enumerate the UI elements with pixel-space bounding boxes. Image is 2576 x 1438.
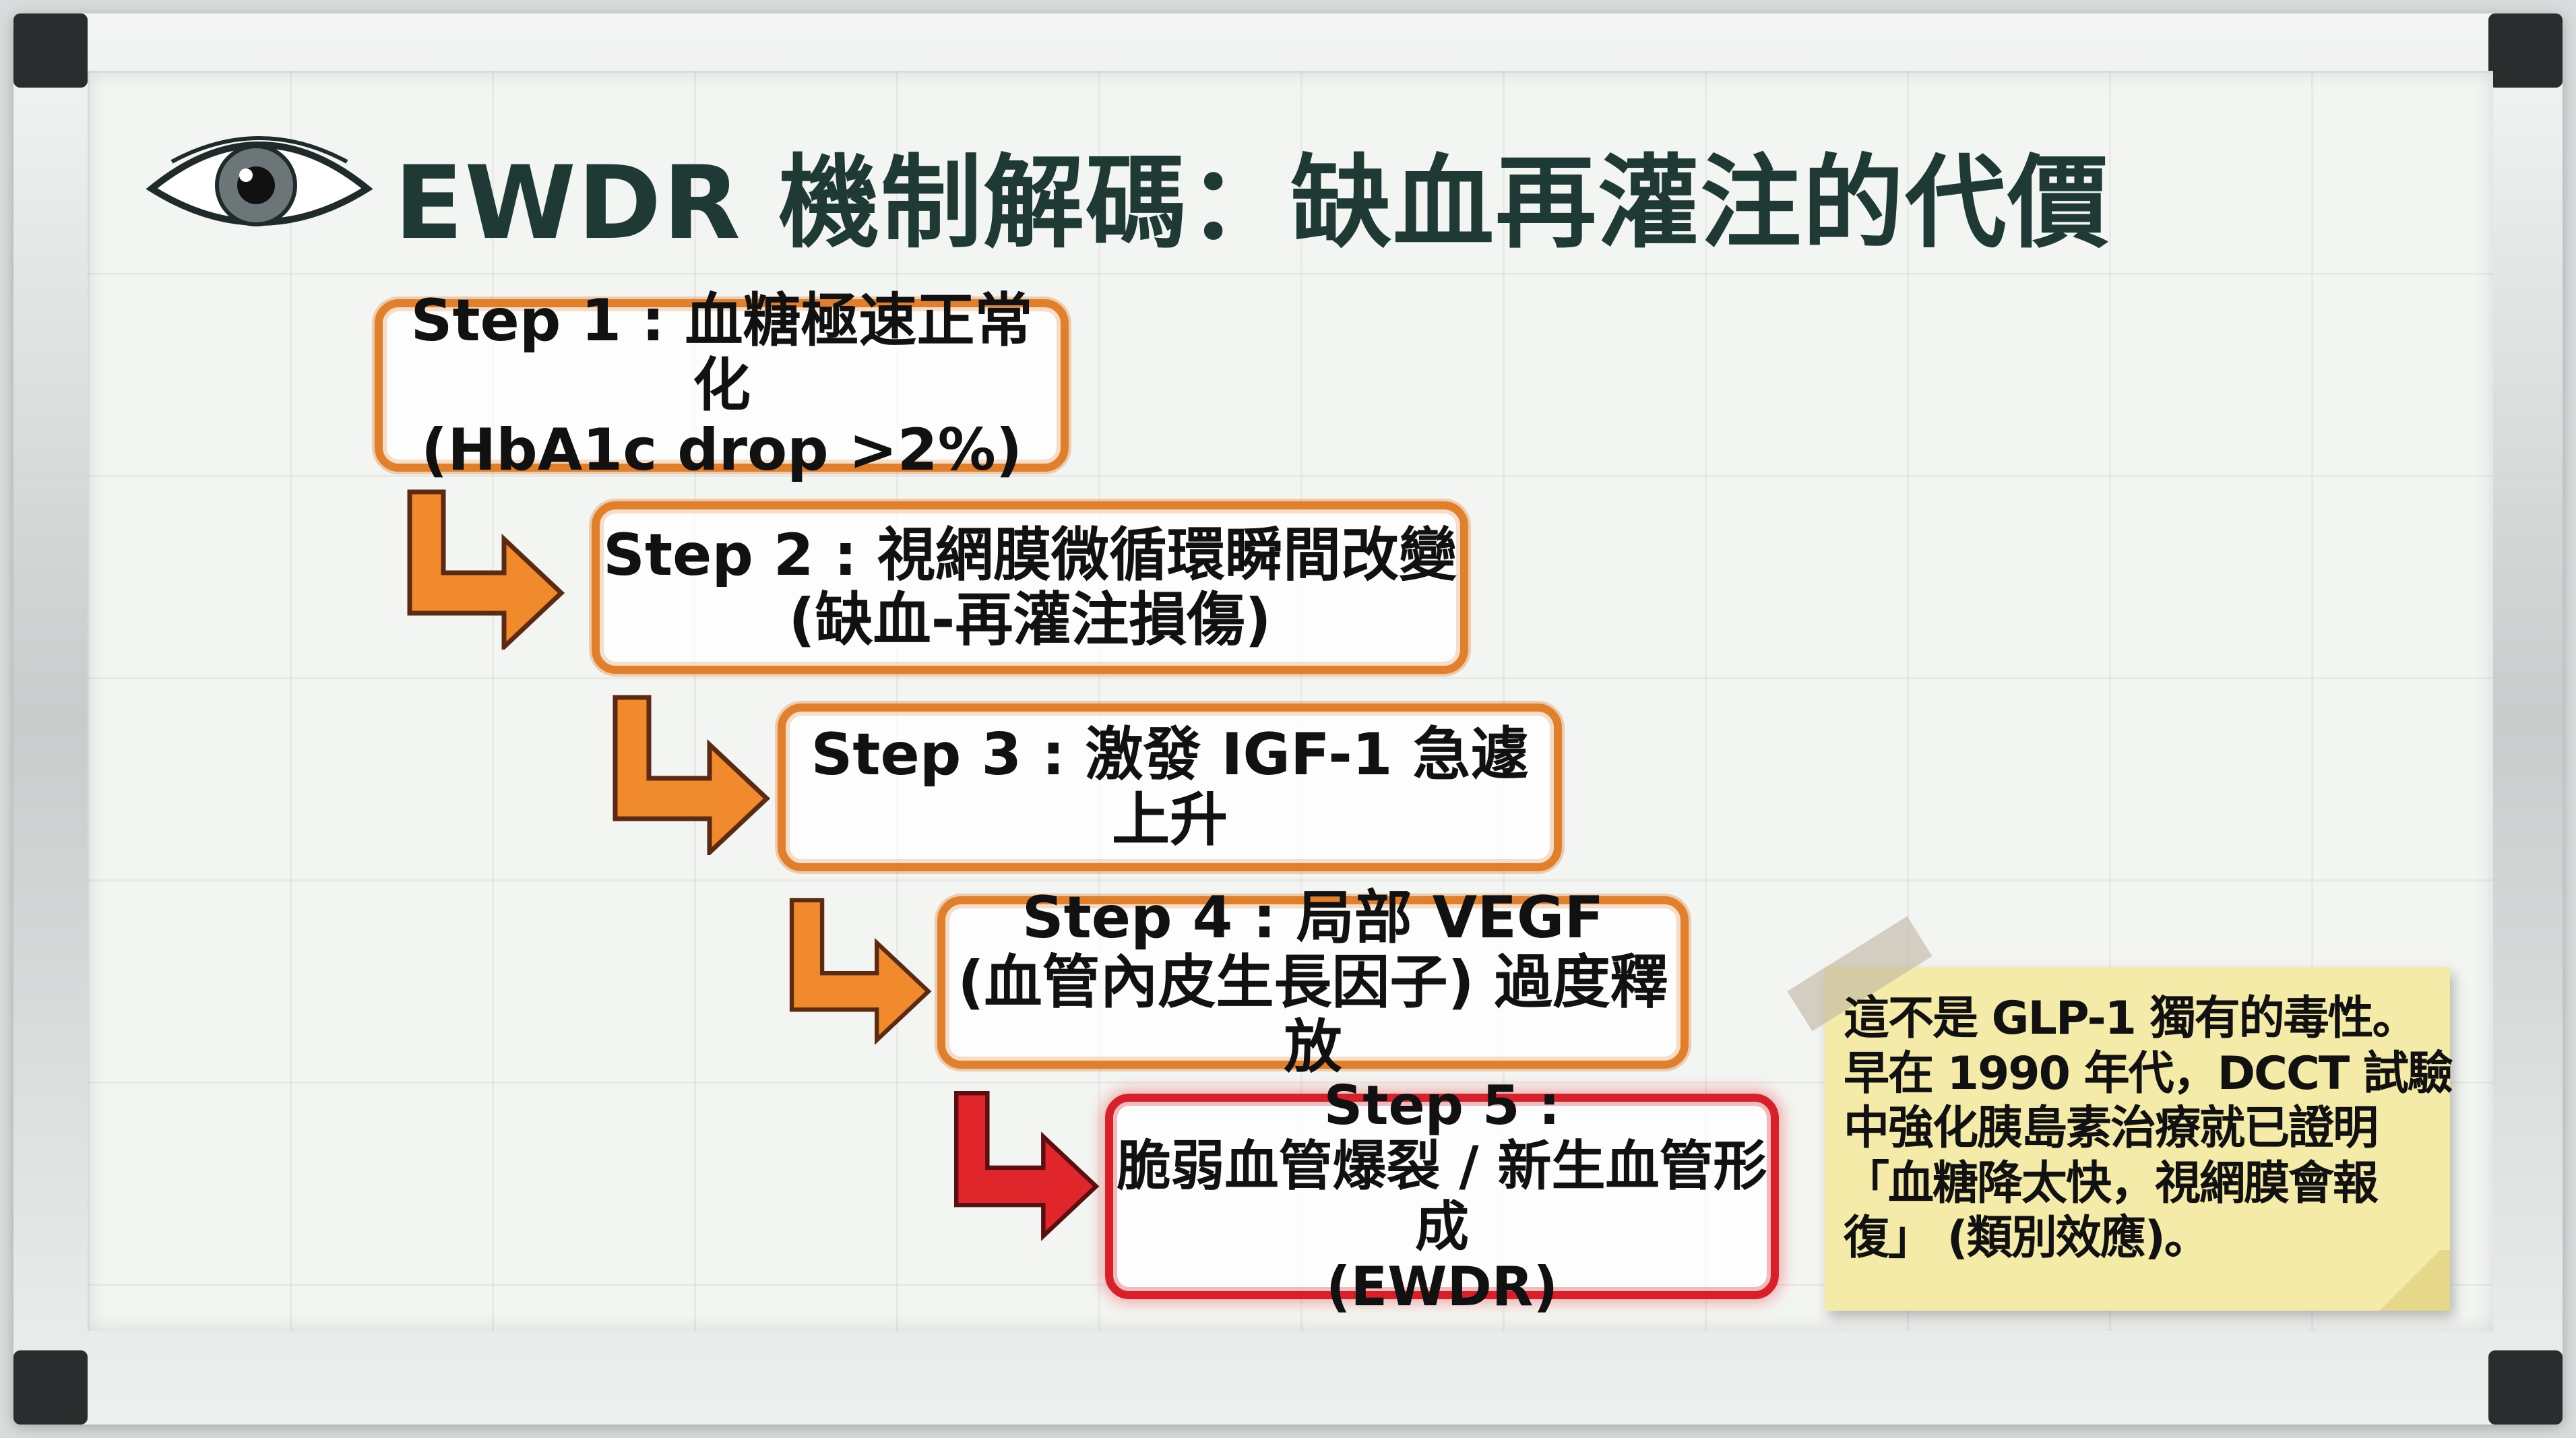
step-1-title: Step 1 : 血糖極速正常化 bbox=[410, 286, 1033, 419]
step-4-box: Step 4 : 局部 VEGF (血管內皮生長因子) 過度釋放 bbox=[937, 885, 1689, 1080]
step-3-box: Step 3 : 激發 IGF-1 急遽上升 bbox=[778, 704, 1562, 871]
step-5-title: Step 5 : bbox=[1323, 1074, 1561, 1137]
arrow-down-right-icon bbox=[789, 898, 932, 1045]
page-curl bbox=[2369, 1250, 2450, 1311]
note-line: 這不是 GLP-1 獨有的毒性。 bbox=[1844, 992, 2418, 1045]
frame-corner bbox=[13, 1350, 88, 1425]
step-2-title: Step 2 : 視網膜微循環瞬間改變 bbox=[603, 521, 1457, 589]
arrow-down-right-icon bbox=[407, 489, 565, 650]
arrow-down-right-icon bbox=[612, 695, 771, 855]
step-1-detail: (HbA1c drop >2%) bbox=[420, 416, 1023, 484]
note-line: 復」 (類別效應)。 bbox=[1844, 1212, 2210, 1265]
frame-corner bbox=[2488, 13, 2563, 88]
step-1-box: Step 1 : 血糖極速正常化 (HbA1c drop >2%) bbox=[375, 288, 1069, 482]
step-3-title: Step 3 : 激發 IGF-1 急遽上升 bbox=[811, 721, 1529, 854]
page-title: EWDR 機制解碼：缺血再灌注的代價 bbox=[394, 145, 2110, 262]
arrow-down-right-icon bbox=[953, 1090, 1100, 1241]
step-2-box: Step 2 : 視網膜微循環瞬間改變 (缺血-再灌注損傷) bbox=[592, 501, 1468, 674]
sticky-note: 這不是 GLP-1 獨有的毒性。 早在 1990 年代，DCCT 試驗 中強化胰… bbox=[1825, 967, 2453, 1311]
eye-icon bbox=[146, 136, 373, 226]
frame-corner bbox=[13, 13, 88, 88]
step-4-detail: (血管內皮生長因子) 過度釋放 bbox=[957, 948, 1668, 1082]
note-line: 「血糖降太快，視網膜會報 bbox=[1844, 1156, 2379, 1210]
step-5-box: Step 5 : 脆弱血管爆裂 / 新生血管形成 (EWDR) bbox=[1105, 1075, 1779, 1317]
step-2-detail: (缺血-再灌注損傷) bbox=[788, 586, 1271, 654]
step-5-label: (EWDR) bbox=[1325, 1255, 1559, 1319]
note-line: 早在 1990 年代，DCCT 試驗 bbox=[1844, 1046, 2453, 1100]
step-4-title: Step 4 : 局部 VEGF bbox=[1022, 883, 1604, 951]
step-5-detail: 脆弱血管爆裂 / 新生血管形成 bbox=[1117, 1134, 1767, 1258]
note-line: 中強化胰島素治療就已證明 bbox=[1844, 1102, 2379, 1156]
frame-corner bbox=[2488, 1350, 2563, 1425]
